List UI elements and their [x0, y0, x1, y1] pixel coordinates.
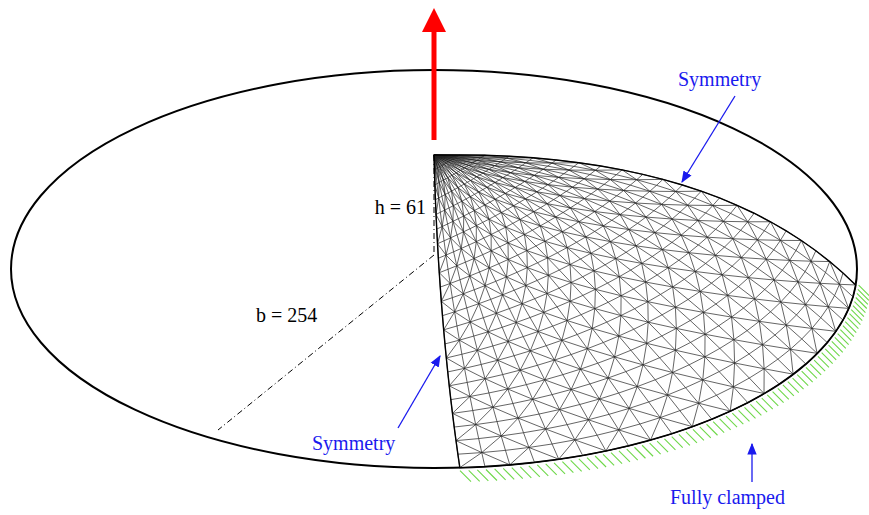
- boundary-label: Fully clamped: [668, 486, 787, 508]
- leader-line: [751, 444, 752, 482]
- mesh-lines: [434, 155, 856, 468]
- height-dimension: h = 61: [373, 196, 428, 218]
- leader-line: [398, 356, 440, 428]
- height-dimension-line: [434, 155, 435, 255]
- boundary-label: Symmetry: [310, 432, 397, 454]
- mesh-fill: [434, 155, 856, 468]
- radius-dimension: b = 254: [254, 304, 319, 326]
- shell-mesh: [434, 155, 856, 468]
- mesh-border: [434, 155, 856, 468]
- radius-dimension-line: [218, 255, 434, 430]
- boundary-label: Symmetry: [676, 68, 763, 90]
- leader-line: [682, 96, 735, 182]
- load-arrow-shaft: [432, 30, 437, 140]
- load-arrow-head: [422, 8, 446, 32]
